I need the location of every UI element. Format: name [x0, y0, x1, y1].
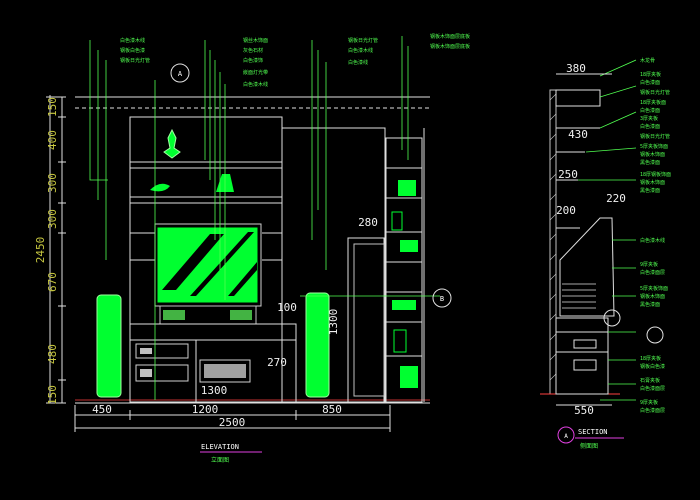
dim-1300-right: 1300	[327, 309, 340, 336]
section-note-25: 白色漆面层	[640, 385, 665, 392]
callout-a-circle	[170, 63, 190, 83]
sdim-220: 220	[606, 192, 626, 205]
note-center-1: 钢丝木饰面	[243, 37, 268, 44]
section-note-16: 白色漆木线	[640, 237, 665, 244]
section-note-6: 白色漆面	[640, 107, 660, 114]
note-center-5: 白色漆木线	[243, 81, 268, 88]
section-subtitle: 侧面图	[580, 442, 598, 450]
section-note-15: 黑色漆面	[640, 187, 660, 194]
callout-b-circle	[432, 288, 452, 308]
section-view	[540, 59, 664, 444]
elevation-view	[46, 36, 452, 453]
section-note-9: 钢板日光灯管	[640, 133, 670, 140]
callout-a-label: A	[178, 70, 183, 78]
sdim-550: 550	[574, 404, 594, 417]
elevation-subtitle: 立面图	[211, 456, 229, 464]
dim-2500: 2500	[219, 416, 246, 429]
sdim-380: 380	[566, 62, 586, 75]
section-note-18: 白色漆面层	[640, 269, 665, 276]
vdim-300-b: 300	[46, 209, 59, 229]
section-note-8: 白色漆面	[640, 123, 660, 130]
note-far-right-1: 钢板木饰面层底板	[430, 33, 470, 40]
note-right-2: 白色漆木线	[348, 47, 373, 54]
section-note-23: 钢板白色漆	[640, 363, 665, 370]
section-callout-circle	[557, 426, 575, 444]
section-note-10: 5厚夹板饰面	[640, 143, 668, 150]
sdim-430: 430	[568, 128, 588, 141]
section-note-14: 钢板木饰面	[640, 179, 665, 186]
section-note-2: 18厚夹板	[640, 71, 661, 78]
section-note-21: 黑色漆面	[640, 301, 660, 308]
section-note-3: 白色漆面	[640, 79, 660, 86]
section-note-5: 18厚夹板面	[640, 99, 666, 106]
note-right-3: 白色漆线	[348, 59, 368, 66]
note-left-1: 白色漆木线	[120, 37, 145, 44]
note-left-2: 钢板白色漆	[120, 47, 145, 54]
vdim-670: 670	[46, 272, 59, 292]
section-title: SECTION	[578, 428, 608, 436]
section-note-20: 钢板木饰面	[640, 293, 665, 300]
dim-1300-bottom: 1300	[201, 384, 228, 397]
dim-280: 280	[358, 216, 378, 229]
vdim-150-bottom: 150	[46, 385, 59, 405]
dim-1200: 1200	[192, 403, 219, 416]
section-note-1: 木龙骨	[640, 57, 655, 64]
callout-b-label: B	[440, 295, 444, 303]
section-callout-label: A	[564, 433, 568, 440]
section-note-22: 18厚夹板	[640, 355, 661, 362]
vdim-480: 480	[46, 344, 59, 364]
note-center-3: 白色漆饰	[243, 57, 263, 64]
section-note-17: 9厚夹板	[640, 261, 658, 268]
note-center-4: 嵌面灯光带	[243, 69, 268, 76]
note-far-right-2: 钢板木饰面层底板	[430, 43, 470, 50]
dim-450: 450	[92, 403, 112, 416]
elevation-labels: A B 450 1200 850 2500 1300 280 100 270 1…	[34, 33, 470, 464]
section-note-11: 钢板木饰面	[640, 151, 665, 158]
vase-ornament	[163, 128, 181, 159]
vdim-300-a: 300	[46, 173, 59, 193]
dim-100: 100	[277, 301, 297, 314]
left-speaker	[96, 294, 122, 398]
elevation-title: ELEVATION	[201, 443, 239, 451]
section-note-19: 5厚夹板饰面	[640, 285, 668, 292]
section-note-13: 18厚钢板饰面	[640, 171, 671, 178]
note-right-1: 钢板日光灯管	[348, 37, 378, 44]
section-note-27: 白色漆面层	[640, 407, 665, 414]
dim-850: 850	[322, 403, 342, 416]
section-note-4: 钢板日光灯管	[640, 89, 670, 96]
note-left-3: 钢板日光灯管	[120, 57, 150, 64]
dim-270: 270	[267, 356, 287, 369]
vdim-400: 400	[46, 130, 59, 150]
sdim-200: 200	[556, 204, 576, 217]
section-labels: 380 430 250 200 220 550 木龙骨 18厚夹板 白色漆面 钢…	[556, 57, 671, 450]
section-note-12: 黑色漆面	[640, 159, 660, 166]
section-note-7: 3厚夹板	[640, 115, 658, 122]
vdim-2450: 2450	[34, 237, 47, 264]
note-center-2: 灰色石材	[243, 47, 263, 54]
section-note-24: 石膏夹板	[640, 377, 660, 384]
vdim-150-top: 150	[46, 97, 59, 117]
right-speaker	[305, 292, 330, 398]
section-note-26: 9厚夹板	[640, 399, 658, 406]
sdim-250: 250	[558, 168, 578, 181]
